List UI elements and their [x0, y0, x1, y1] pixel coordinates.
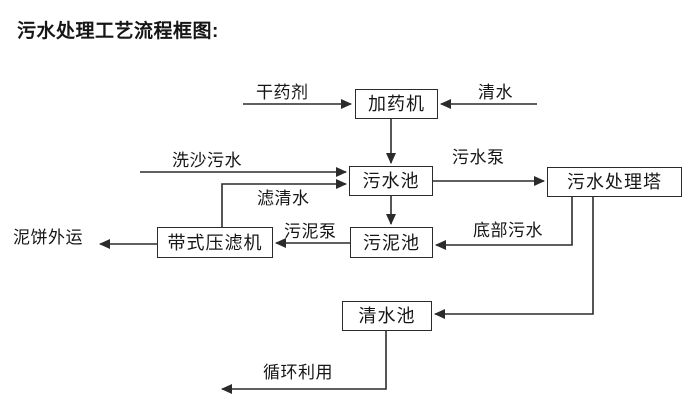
node-dosing-machine: 加药机: [355, 89, 438, 119]
arrow-clean-water-pool-to-recycle: [221, 331, 387, 394]
edge-label-sewage-pump: 污水泵: [452, 148, 505, 167]
node-sludge-pool: 污泥池: [350, 227, 433, 258]
edge-label-mud-cake-out: 泥饼外运: [13, 228, 83, 247]
arrow-tower-to-clean-water-pool: [434, 197, 594, 319]
edge-label-sludge-pump: 污泥泵: [284, 222, 337, 241]
node-belt-filter-press: 带式压滤机: [157, 227, 273, 258]
edge-label-sand-washing-sewage: 洗沙污水: [172, 151, 242, 170]
edge-label-bottom-sewage: 底部污水: [473, 221, 543, 240]
node-sewage-treatment-tower: 污水处理塔: [547, 167, 682, 197]
arrow-tower-bottom-sewage-to-sludge-pool: [435, 197, 573, 250]
edge-label-recycle-use: 循环利用: [263, 363, 333, 382]
edge-label-clean-water: 清水: [478, 83, 513, 102]
edge-label-filtered-water: 滤清水: [257, 189, 310, 208]
node-clean-water-pool: 清水池: [342, 301, 432, 331]
arrow-filtered-water-to-sewage-pool: [221, 179, 347, 227]
page-title: 污水处理工艺流程框图:: [17, 21, 219, 42]
edge-label-dry-chemical: 干药剂: [256, 83, 309, 102]
node-sewage-pool: 污水池: [349, 166, 433, 196]
